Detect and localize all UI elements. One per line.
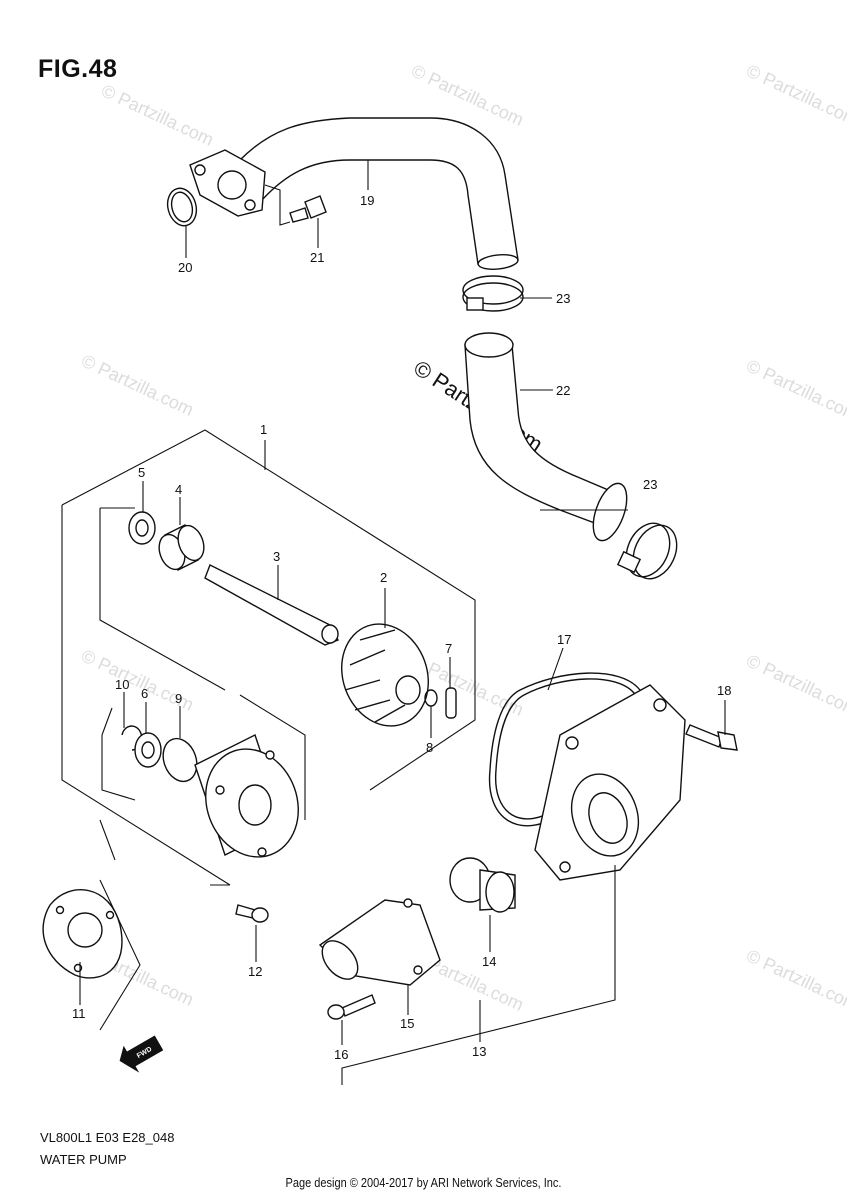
thermostat-14	[449, 857, 516, 913]
callout-3: 3	[273, 549, 280, 564]
callout-11: 11	[72, 1006, 86, 1021]
callout-14: 14	[482, 954, 496, 969]
o-ring-20	[166, 187, 198, 227]
leader-lines	[79, 160, 726, 1045]
callout-10: 10	[115, 677, 129, 692]
callout-4: 4	[175, 482, 182, 497]
callout-16: 16	[334, 1047, 348, 1062]
callout-15: 15	[400, 1016, 414, 1031]
callout-2: 2	[380, 570, 387, 585]
callout-7: 7	[445, 641, 452, 656]
pin-7	[445, 687, 457, 719]
fwd-arrow-icon: FWD	[119, 1035, 164, 1073]
watermark-faint: © Partzilla.com	[743, 945, 847, 1014]
screw-12	[235, 904, 269, 923]
watermark-faint: © Partzilla.com	[743, 355, 847, 424]
callout-9: 9	[175, 691, 182, 706]
watermark-faint: © Partzilla.com	[743, 60, 847, 129]
o-ring-20-inner	[170, 191, 194, 223]
assembly-outline	[61, 429, 476, 1031]
elbow-cap-15	[318, 898, 441, 986]
hose-clamp-23-bottom	[616, 522, 678, 580]
callout-17: 17	[557, 632, 571, 647]
oil-seal-5	[128, 511, 156, 545]
screw-16	[327, 994, 376, 1020]
model-code: VL800L1 E03 E28_048	[40, 1130, 175, 1145]
callout-21: 21	[310, 250, 324, 265]
page-footer: Page design © 2004-2017 by ARI Network S…	[285, 1176, 562, 1190]
watermark-faint: © Partzilla.com	[743, 650, 847, 719]
pipe-bracket	[264, 184, 291, 226]
gasket-11	[42, 889, 123, 979]
hose-clamp-23-top	[462, 275, 524, 312]
callout-1: 1	[260, 422, 267, 437]
watermark-faint: © Partzilla.com	[78, 350, 196, 419]
bearing-6	[134, 732, 162, 768]
callout-19: 19	[360, 193, 374, 208]
bolt-21	[289, 195, 327, 223]
callout-12: 12	[248, 964, 262, 979]
callout-5: 5	[138, 465, 145, 480]
pump-housing-cover-13	[534, 684, 686, 881]
callout-23-top: 23	[556, 291, 570, 306]
section-name: WATER PUMP	[40, 1152, 127, 1167]
pump-shaft-3	[204, 564, 339, 646]
callout-23-bottom: 23	[643, 477, 657, 492]
outlet-pipe-19	[189, 117, 519, 270]
figure-title: FIG.48	[38, 55, 118, 83]
bolt-18	[685, 724, 738, 751]
callout-6: 6	[141, 686, 148, 701]
callout-13: 13	[472, 1044, 486, 1059]
water-hose-22	[464, 332, 628, 542]
impeller-2	[341, 623, 429, 727]
washer-8	[424, 689, 438, 707]
watermark-faint: © Partzilla.com	[98, 80, 216, 149]
callout-20: 20	[178, 260, 192, 275]
o-ring-9	[162, 737, 198, 783]
callout-18: 18	[717, 683, 731, 698]
pump-body-1	[194, 734, 299, 858]
callout-8: 8	[426, 740, 433, 755]
mechanical-seal-4	[158, 524, 205, 571]
group-bracket-13	[341, 865, 616, 1085]
callout-22: 22	[556, 383, 570, 398]
callouts: 1 2 3 4 5 6 7 8 9 10 11 12 13 14 15 16 1…	[72, 193, 731, 1062]
